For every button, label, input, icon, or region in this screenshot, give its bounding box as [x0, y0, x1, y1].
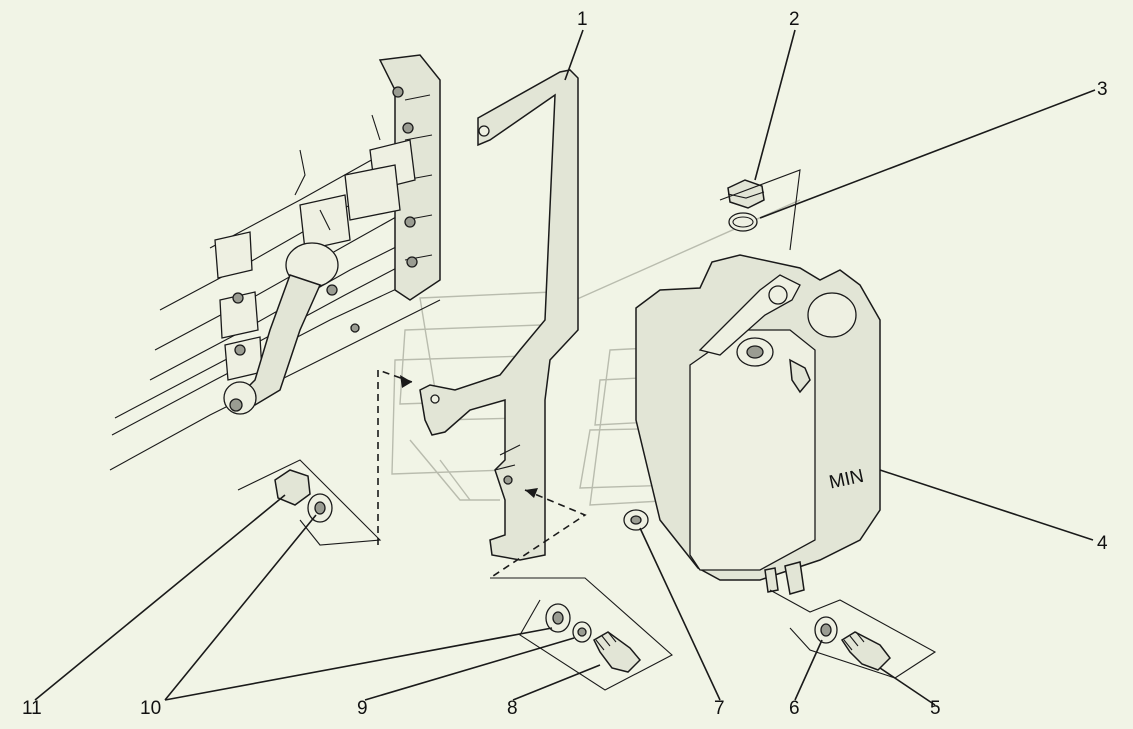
callout-8: 8 [507, 698, 518, 719]
cap-guide [719, 169, 801, 251]
fastener-group-nut [237, 459, 382, 546]
callout-1: 1 [577, 9, 588, 30]
expansion-tank-part-4: MIN [635, 254, 881, 595]
callout-labels: 1 2 3 4 5 6 7 8 9 10 11 [22, 9, 1108, 719]
assembly-lines [377, 368, 587, 579]
callout-10: 10 [140, 698, 161, 719]
fastener-group-bolt [490, 577, 673, 691]
callout-4: 4 [1097, 533, 1108, 554]
bracket-part-1 [419, 69, 579, 561]
filler-cap-part-2 [727, 179, 765, 209]
callout-7: 7 [714, 698, 725, 719]
leader-lines [34, 29, 1096, 706]
callout-11: 11 [22, 698, 42, 719]
engine-block [109, 54, 441, 471]
callout-9: 9 [357, 698, 368, 719]
fastener-group-tank [769, 589, 937, 679]
callout-6: 6 [789, 698, 800, 719]
callout-5: 5 [930, 698, 941, 719]
seal-ring-part-3 [728, 212, 758, 232]
grommet-part-7 [623, 509, 649, 531]
callout-2: 2 [789, 9, 800, 30]
callout-3: 3 [1097, 79, 1108, 100]
